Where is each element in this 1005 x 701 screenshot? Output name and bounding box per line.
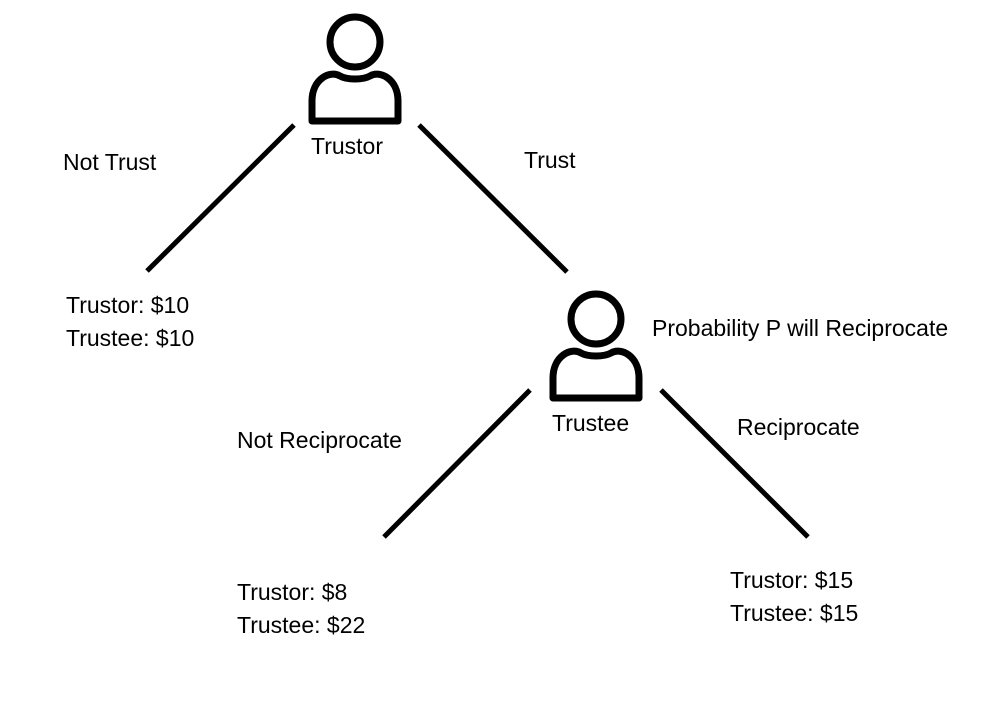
edge-reciprocate [659, 388, 810, 539]
payoff-trustee: Trustee: $10 [66, 325, 195, 351]
trustee-node-label: Trustee [552, 410, 630, 436]
payoff-trustee: Trustee: $22 [237, 612, 366, 638]
edge-label-trust: Trust [524, 147, 576, 173]
trustor-person-icon [308, 13, 402, 125]
payoff-not-trust: Trustor: $10 Trustee: $10 [66, 289, 194, 355]
trustee-person-icon [549, 290, 643, 402]
edge-not-trust [145, 123, 296, 273]
edge-label-not-reciprocate: Not Reciprocate [237, 427, 402, 453]
payoff-trustor: Trustor: $15 [730, 567, 854, 593]
edge-trust [417, 123, 569, 274]
probability-annotation: Probability P will Reciprocate [652, 315, 949, 341]
payoff-trustor: Trustor: $10 [66, 292, 190, 318]
payoff-reciprocate: Trustor: $15 Trustee: $15 [730, 564, 858, 630]
payoff-not-reciprocate: Trustor: $8 Trustee: $22 [237, 576, 365, 642]
payoff-trustee: Trustee: $15 [730, 600, 859, 626]
edge-label-reciprocate: Reciprocate [737, 414, 860, 440]
edge-not-reciprocate [382, 388, 532, 539]
trustor-node-label: Trustor [311, 133, 383, 159]
payoff-trustor: Trustor: $8 [237, 579, 348, 605]
edge-label-not-trust: Not Trust [63, 149, 157, 175]
